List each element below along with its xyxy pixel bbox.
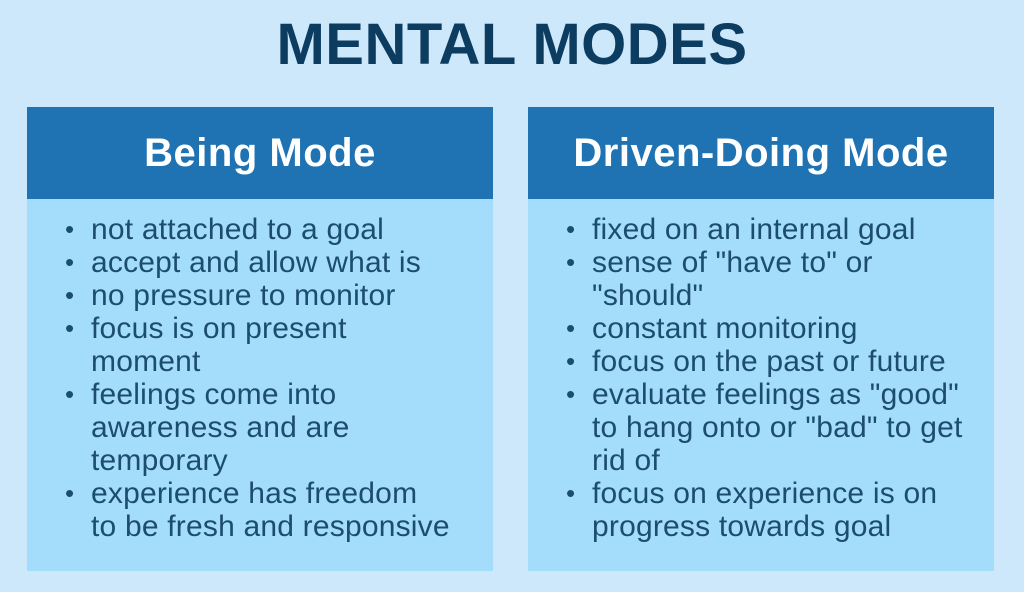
list-item-text: focus on the past or future [592,345,946,378]
list-item: • evaluate feelings as "good" to hang on… [566,378,980,477]
driven-doing-mode-header: Driven-Doing Mode [528,107,994,199]
being-mode-list: • not attached to a goal • accept and al… [27,199,493,571]
bullet-icon: • [65,313,75,343]
list-item: • focus on experience is on progress tow… [566,477,980,543]
list-item-text: not attached to a goal [91,213,384,246]
bullet-icon: • [566,247,576,277]
mental-modes-infographic: MENTAL MODES Being Mode • not attached t… [0,16,1024,592]
card-being-mode: Being Mode • not attached to a goal • ac… [27,107,493,571]
list-item: • sense of "have to" or "should" [566,246,980,312]
being-mode-header: Being Mode [27,107,493,199]
bullet-icon: • [566,478,576,508]
list-item: • accept and allow what is [65,246,479,279]
list-item-text: constant monitoring [592,312,858,345]
list-item: • feelings come into awareness and are t… [65,378,479,477]
list-item-text: accept and allow what is [91,246,421,279]
bullet-icon: • [65,379,75,409]
list-item-text: evaluate feelings as "good" to hang onto… [592,378,963,477]
list-item: • constant monitoring [566,312,980,345]
bullet-icon: • [566,379,576,409]
list-item: • experience has freedom to be fresh and… [65,477,479,543]
bullet-icon: • [65,478,75,508]
bullet-icon: • [566,214,576,244]
driven-doing-mode-header-label: Driven-Doing Mode [573,130,949,175]
list-item-text: sense of "have to" or "should" [592,246,873,312]
list-item: • fixed on an internal goal [566,213,980,246]
page-title: MENTAL MODES [276,12,748,77]
bullet-icon: • [65,280,75,310]
comparison-columns: Being Mode • not attached to a goal • ac… [27,107,994,571]
list-item: • focus is on present moment [65,312,479,378]
list-item: • not attached to a goal [65,213,479,246]
card-driven-doing-mode: Driven-Doing Mode • fixed on an internal… [528,107,994,571]
bullet-icon: • [65,247,75,277]
bullet-icon: • [566,346,576,376]
list-item: • no pressure to monitor [65,279,479,312]
being-mode-header-label: Being Mode [144,130,376,175]
list-item-text: no pressure to monitor [91,279,396,312]
list-item-text: fixed on an internal goal [592,213,916,246]
list-item-text: experience has freedom to be fresh and r… [91,477,450,543]
bullet-icon: • [65,214,75,244]
list-item: • focus on the past or future [566,345,980,378]
list-item-text: feelings come into awareness and are tem… [91,378,350,477]
list-item-text: focus on experience is on progress towar… [592,477,938,543]
driven-doing-mode-list: • fixed on an internal goal • sense of "… [528,199,994,571]
bullet-icon: • [566,313,576,343]
list-item-text: focus is on present moment [91,312,347,378]
